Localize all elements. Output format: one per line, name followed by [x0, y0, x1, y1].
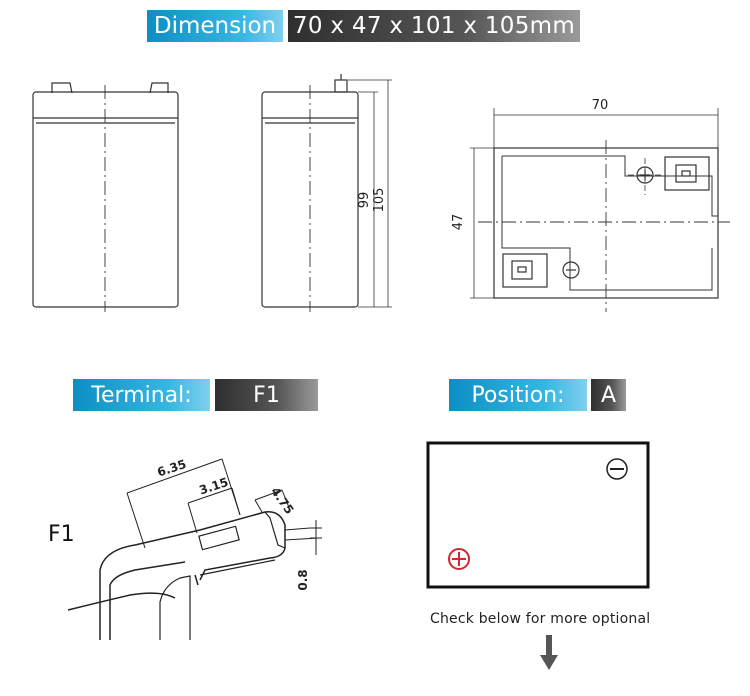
depth-47-label: 47: [451, 214, 466, 231]
position-diagram: [426, 441, 650, 589]
down-arrow-icon: [540, 635, 558, 670]
terminal-label: Terminal:: [73, 379, 210, 411]
terminal-thickness-label: 0.8: [296, 569, 310, 590]
terminal-width-label: 6.35: [156, 457, 188, 479]
more-options-note: Check below for more optional: [430, 611, 651, 627]
position-label: Position:: [449, 379, 587, 411]
side-view: [261, 74, 392, 312]
terminal-value: F1: [215, 379, 318, 411]
positive-terminal-icon: [448, 548, 470, 570]
terminal-detail: [67, 458, 322, 640]
dimension-value: 70 x 47 x 101 x 105mm: [288, 10, 580, 42]
position-value: A: [591, 379, 626, 411]
top-view: [470, 108, 730, 312]
width-70-label: 70: [592, 98, 609, 113]
height-99-label: 99: [357, 192, 372, 209]
front-view: [32, 82, 179, 312]
dimension-label: Dimension: [147, 10, 283, 42]
terminal-f1-tag: F1: [48, 522, 75, 547]
height-105-label: 105: [372, 188, 387, 213]
